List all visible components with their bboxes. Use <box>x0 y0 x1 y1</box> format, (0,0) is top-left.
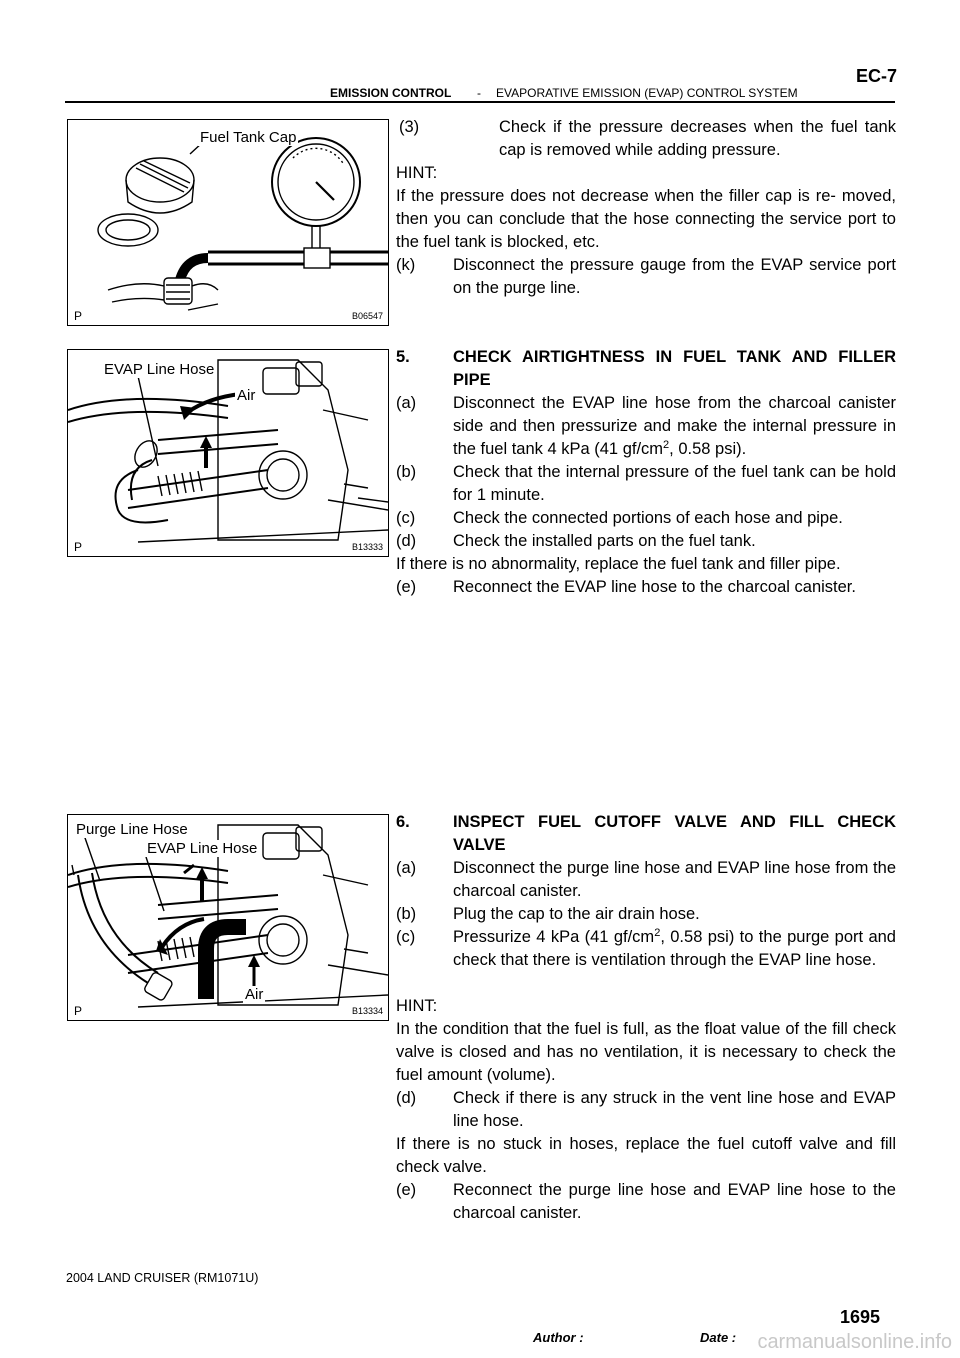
step-5a-number: (a) <box>396 394 417 412</box>
footer-date-label: Date : <box>700 1330 737 1345</box>
figure-corner-mark: P <box>74 309 83 323</box>
hint-text: In the condition that the fuel is full, … <box>396 1020 896 1084</box>
step-5b-text: Check that the internal pressure of the … <box>453 463 896 504</box>
label-purge-line-hose: Purge Line Hose <box>74 821 190 838</box>
step-6c-number: (c) <box>396 928 416 946</box>
footer-page-number: 1695 <box>840 1307 881 1327</box>
section-5-title: CHECK AIRTIGHTNESS IN FUEL TANK AND FILL… <box>453 348 896 389</box>
section-6-number: 6. <box>396 813 410 831</box>
step-3-text: Check if the pressure decreases when the… <box>499 118 896 159</box>
step-5a-text-pre: Disconnect the EVAP line hose from the c… <box>453 394 896 458</box>
label-air: Air <box>243 986 266 1003</box>
step-6e-text: Reconnect the purge line hose and EVAP l… <box>453 1181 896 1222</box>
step-5a-text-post: , 0.58 psi). <box>669 440 747 458</box>
step-6a-number: (a) <box>396 859 417 877</box>
section-5-number: 5. <box>396 348 410 366</box>
step-5c-text: Check the connected portions of each hos… <box>453 509 843 527</box>
subsection-title: EVAPORATIVE EMISSION (EVAP) CONTROL SYST… <box>496 86 798 100</box>
section-6-note: If there is no stuck in hoses, replace t… <box>396 1135 896 1176</box>
page-code: EC-7 <box>856 66 898 86</box>
figure-fuel-tank-cap: Fuel Tank Cap P B06547 <box>67 119 389 326</box>
text-column: (3) Check if the pressure decreases when… <box>396 0 896 1358</box>
footer-author-label: Author : <box>533 1330 584 1345</box>
superscript-2: 2 <box>654 927 661 939</box>
purge-evap-hose-illustration <box>68 824 388 1008</box>
figure-evap-line-hose: EVAP Line Hose Air P B13333 <box>67 349 389 557</box>
hint-label: HINT: <box>396 997 438 1015</box>
step-5d-text: Check the installed parts on the fuel ta… <box>453 532 756 550</box>
label-evap-line-hose: EVAP Line Hose <box>145 840 260 857</box>
header-rule <box>65 101 895 103</box>
superscript-2: 2 <box>663 439 670 451</box>
step-5e-text: Reconnect the EVAP line hose to the char… <box>453 578 856 596</box>
header-dash: - <box>477 86 481 100</box>
label-air: Air <box>235 387 258 404</box>
step-5c-number: (c) <box>396 509 416 527</box>
step-5b-number: (b) <box>396 463 417 481</box>
figure-code: B13334 <box>351 1006 383 1016</box>
step-6a-text: Disconnect the purge line hose and EVAP … <box>453 859 896 900</box>
step-6e-number: (e) <box>396 1181 417 1199</box>
figure-purge-line-hose: Purge Line Hose EVAP Line Hose Air P B13… <box>67 814 389 1021</box>
figure-code: B13333 <box>351 542 383 552</box>
step-6c-text: Pressurize 4 kPa (41 gf/cm2, 0.58 psi) t… <box>453 926 896 972</box>
section-6-title: INSPECT FUEL CUTOFF VALVE AND FILL CHECK… <box>453 813 896 854</box>
step-3-number: (3) <box>399 118 420 136</box>
figure-code: B06547 <box>351 311 383 321</box>
fuel-cap-gauge-illustration <box>97 137 388 311</box>
footer-model: 2004 LAND CRUISER (RM1071U) <box>66 1271 259 1285</box>
figure-corner-mark: P <box>74 1004 83 1018</box>
step-5d-number: (d) <box>396 532 417 550</box>
step-6c-text-pre: Pressurize 4 kPa (41 gf/cm <box>453 928 655 946</box>
step-5e-number: (e) <box>396 578 417 596</box>
evap-hose-illustration <box>68 359 388 543</box>
step-5a-text: Disconnect the EVAP line hose from the c… <box>453 392 896 461</box>
step-6d-text: Check if there is any struck in the vent… <box>453 1089 896 1130</box>
watermark: carmanualsonline.info <box>757 1331 952 1353</box>
label-evap-line-hose: EVAP Line Hose <box>102 361 217 378</box>
section-5-note: If there is no abnormality, replace the … <box>396 555 841 573</box>
section-title: EMISSION CONTROL <box>330 86 452 100</box>
figure-corner-mark: P <box>74 540 83 554</box>
step-k-text: Disconnect the pressure gauge from the E… <box>453 256 896 297</box>
hint-label: HINT: <box>396 164 438 182</box>
step-6b-number: (b) <box>396 905 417 923</box>
hint-text: If the pressure does not decrease when t… <box>396 187 896 251</box>
step-6d-number: (d) <box>396 1089 417 1107</box>
step-k-number: (k) <box>396 256 416 274</box>
label-fuel-tank-cap: Fuel Tank Cap <box>198 129 299 146</box>
step-6b-text: Plug the cap to the air drain hose. <box>453 905 700 923</box>
step-6c-text-post: , 0.58 psi) to the purge port and check … <box>453 928 896 969</box>
